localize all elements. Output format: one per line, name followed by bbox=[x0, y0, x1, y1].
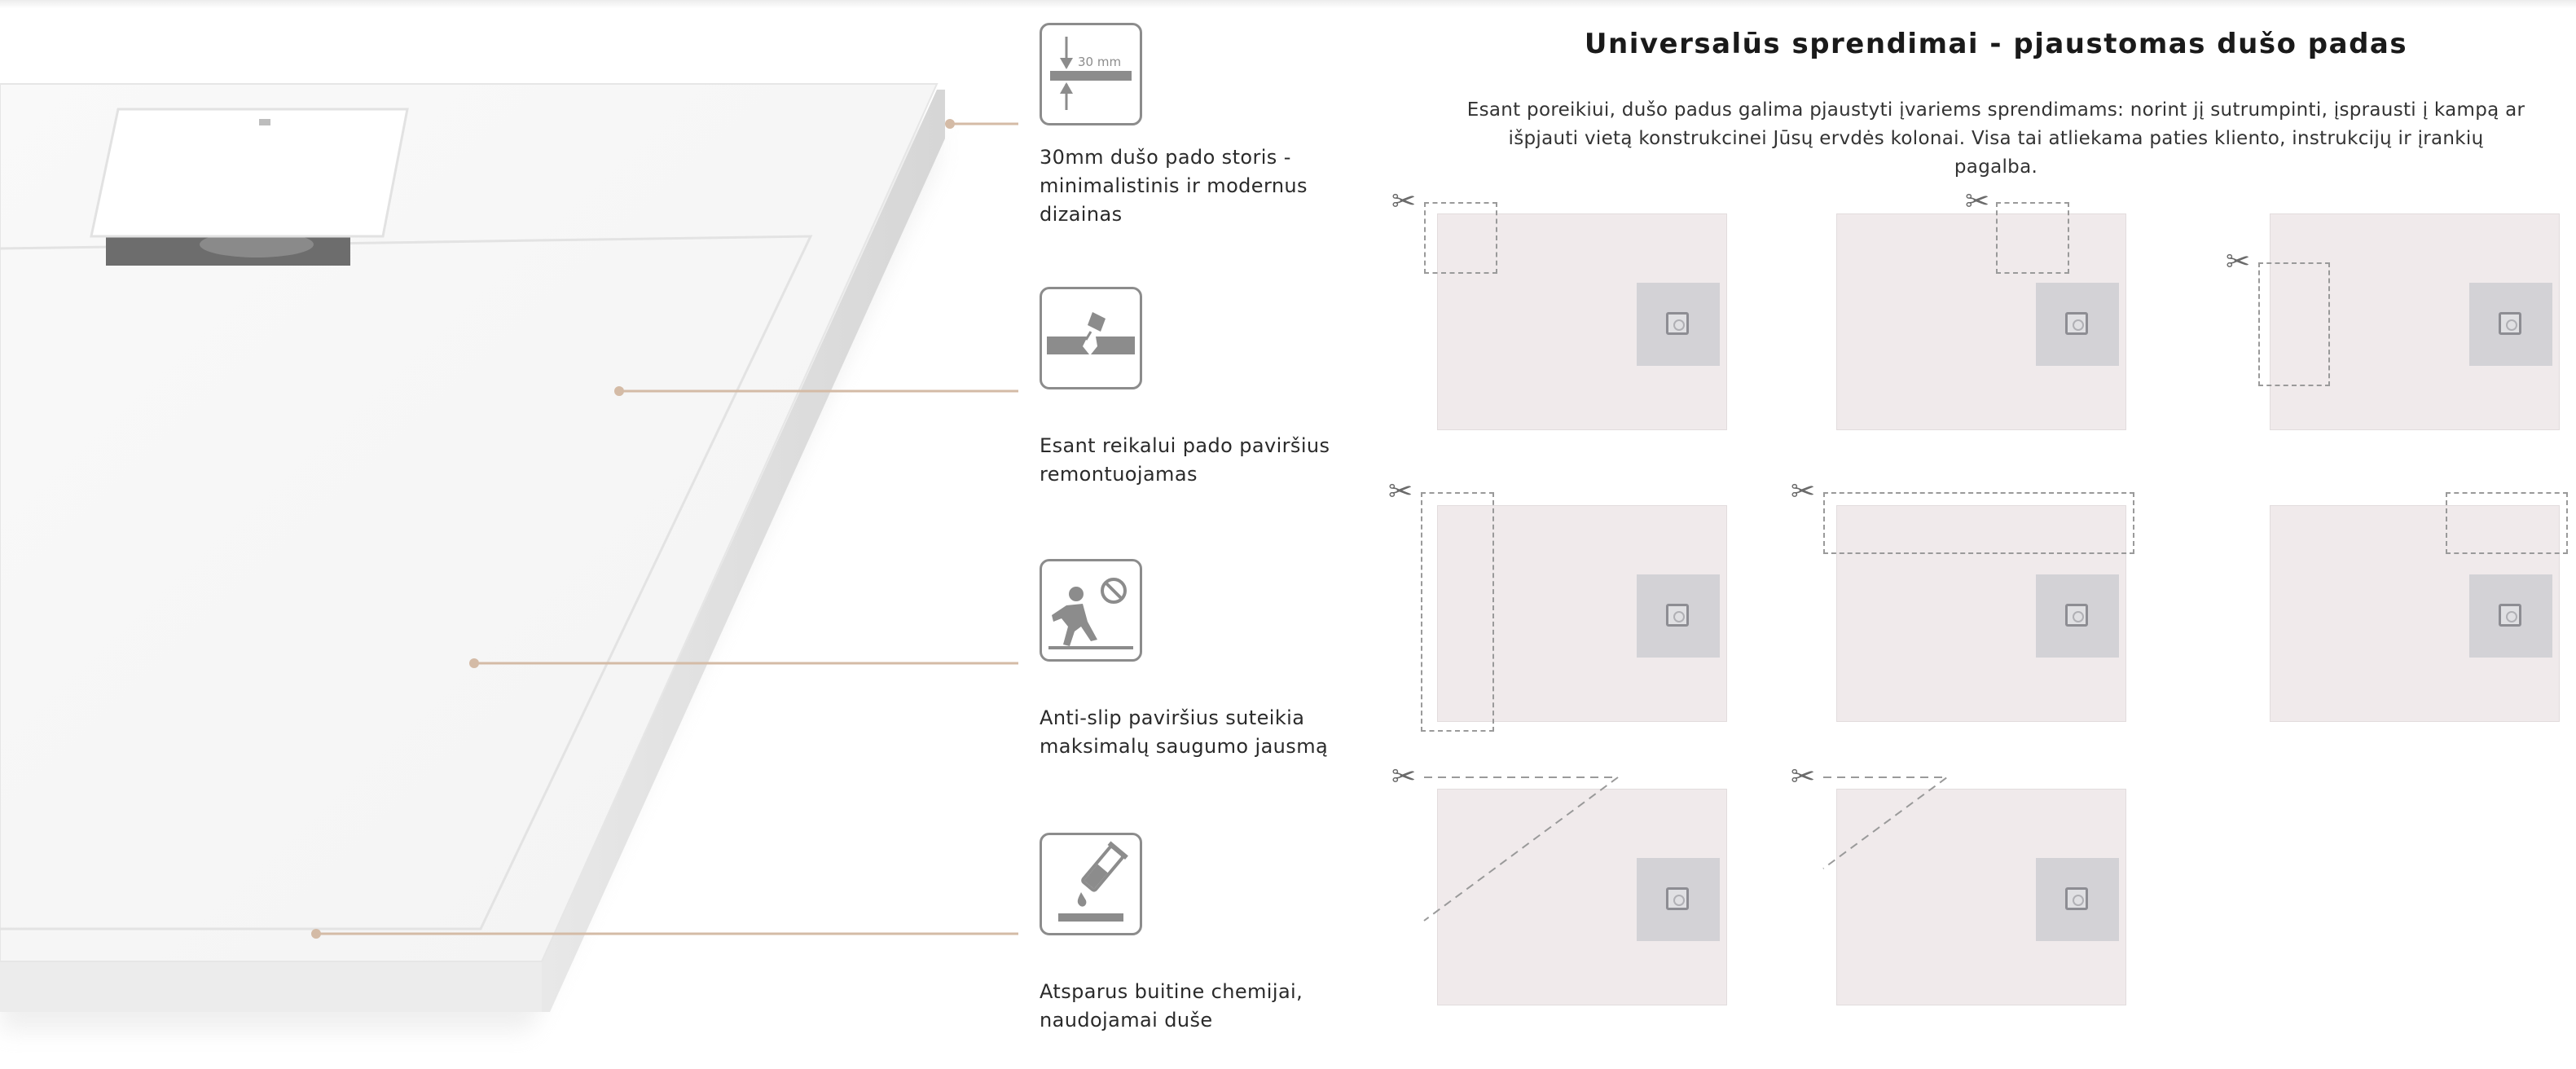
icon-label-30mm: 30 mm bbox=[1078, 55, 1121, 69]
section-title: Universalūs sprendimai - pjaustomas dušo… bbox=[1584, 28, 2408, 60]
drain-icon bbox=[1637, 283, 1720, 366]
drain-icon bbox=[1637, 858, 1720, 941]
cut-outline bbox=[2258, 262, 2330, 386]
drain-icon bbox=[1637, 574, 1720, 658]
section-description: Esant poreikiui, dušo padus galima pjaus… bbox=[1466, 99, 2525, 178]
scissors-icon: ✂ bbox=[1965, 185, 1990, 218]
feature-text-anti-slip: Anti-slip paviršius suteikia maksimalų s… bbox=[1040, 706, 1329, 758]
cut-example-strip-top-edge bbox=[1836, 505, 2126, 722]
cut-example-diagonal-cut-large bbox=[1437, 789, 1727, 1005]
scissors-icon: ✂ bbox=[1391, 760, 1417, 794]
feature-text-chemical: Atsparus buitine chemijai, naudojamai du… bbox=[1040, 980, 1303, 1032]
scissors-icon: ✂ bbox=[1391, 185, 1417, 218]
cut-example-strip-left-edge bbox=[1437, 505, 1727, 722]
scissors-icon: ✂ bbox=[2226, 245, 2251, 279]
cut-outline bbox=[1996, 202, 2069, 274]
feature-text-repairable: Esant reikalui pado paviršius remontuoja… bbox=[1040, 434, 1330, 486]
cut-example-notch-top-middle bbox=[1836, 213, 2126, 430]
feature-thickness: 30 mm 30mm dušo pado storis - minimalist… bbox=[1040, 23, 1349, 251]
drain-icon bbox=[2469, 283, 2552, 366]
feature-text-thickness: 30mm dušo pado storis - minimalistinis i… bbox=[1040, 146, 1308, 226]
cut-example-corner-notch-top-left bbox=[1437, 213, 1727, 430]
shower-tray-illustration bbox=[0, 83, 1018, 1031]
repairable-surface-icon bbox=[1040, 287, 1142, 389]
cut-example-corner-notch-top-right bbox=[2270, 505, 2560, 722]
cut-outline bbox=[2446, 492, 2568, 554]
feature-chemical: Atsparus buitine chemijai, naudojamai du… bbox=[1040, 833, 1349, 1045]
cut-example-diagonal-cut-small bbox=[1836, 789, 2126, 1005]
anti-slip-icon bbox=[1040, 559, 1142, 662]
feature-anti-slip: Anti-slip paviršius suteikia maksimalų s… bbox=[1040, 559, 1349, 771]
drain-icon bbox=[2036, 574, 2119, 658]
cut-outline bbox=[1823, 492, 2134, 554]
cut-outline bbox=[1424, 202, 1497, 274]
cut-outline bbox=[1421, 492, 1494, 732]
thickness-30mm-icon: 30 mm bbox=[1040, 23, 1142, 125]
cut-example-notch-left-side bbox=[2270, 213, 2560, 430]
scissors-icon: ✂ bbox=[1791, 760, 1816, 794]
scissors-icon: ✂ bbox=[1791, 475, 1816, 508]
scissors-icon: ✂ bbox=[1388, 475, 1413, 508]
drain-icon bbox=[2036, 858, 2119, 941]
chemical-resistant-icon bbox=[1040, 833, 1142, 935]
feature-repairable: Esant reikalui pado paviršius remontuoja… bbox=[1040, 287, 1349, 499]
drain-icon bbox=[2469, 574, 2552, 658]
drain-icon bbox=[2036, 283, 2119, 366]
top-shadow bbox=[0, 0, 2576, 8]
